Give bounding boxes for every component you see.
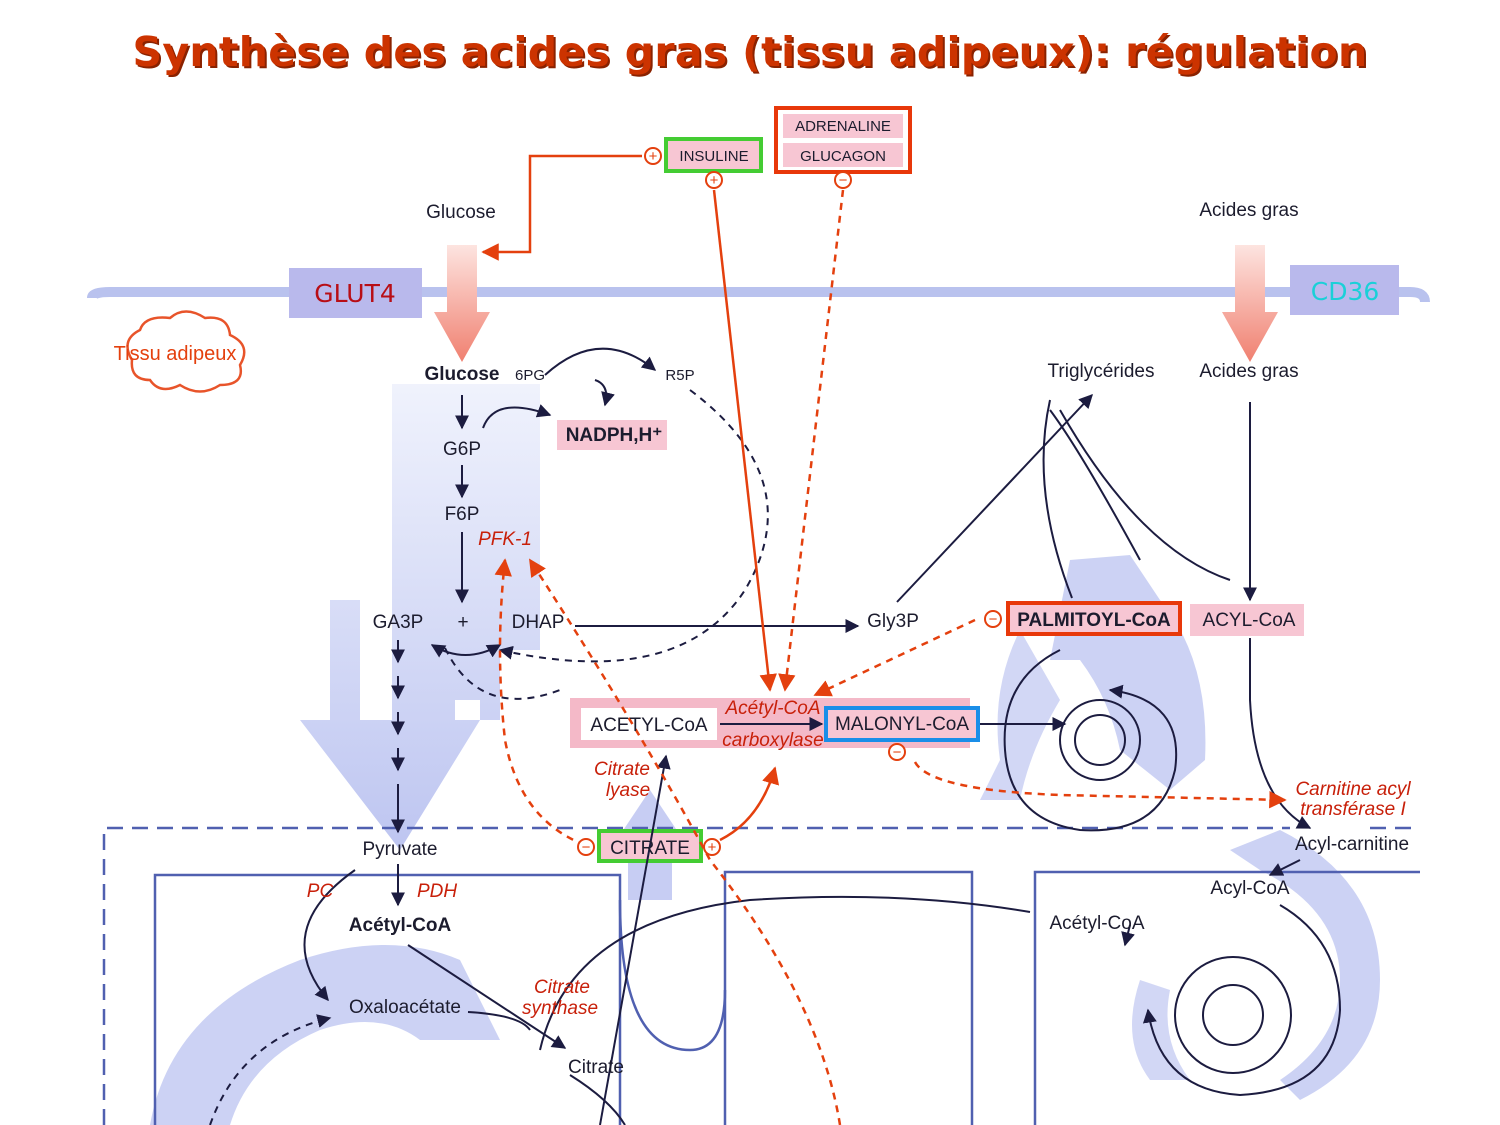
acetyl-coa-right-label: Acétyl-CoA — [1049, 913, 1144, 934]
sign-markers — [577, 147, 1002, 856]
cpt1-label-1: Carnitine acyl — [1295, 779, 1411, 800]
acetyl-coa-cyto-label: ACETYL-CoA — [590, 715, 708, 736]
acyl-coa-highlight — [1190, 604, 1304, 636]
triglycerides-label: Triglycérides — [1048, 361, 1155, 382]
beta-oxidation-cycle-flow — [1132, 830, 1380, 1100]
glucose-transport-arrow — [434, 245, 490, 362]
palmitoyl-coa-box — [1006, 601, 1182, 636]
cd36-box — [1290, 265, 1399, 315]
fatty-acids-label: Acides gras — [1199, 361, 1298, 382]
acc-label-1: Acétyl-CoA — [724, 698, 820, 719]
cloud-icon — [126, 310, 246, 393]
pyruvate-label: Pyruvate — [363, 839, 438, 860]
acc-label-2: carboxylase — [722, 730, 823, 751]
sign-glyphs: + + − − − − + — [582, 148, 998, 856]
acetyl-coa-mito-label: Acétyl-CoA — [349, 915, 452, 936]
glut4-box — [289, 268, 422, 318]
insuline-label: INSULINE — [679, 148, 748, 165]
g6p-label: G6P — [443, 439, 481, 460]
glycolysis-flow-arrow — [300, 384, 540, 850]
acyl-carnitine-label: Acyl-carnitine — [1295, 834, 1409, 855]
glucagon-bg — [783, 143, 903, 167]
svg-text:−: − — [989, 611, 998, 628]
malonyl-coa-label: MALONYL-CoA — [835, 714, 969, 735]
citrate-lyase-label-1: Citrate — [594, 759, 650, 780]
oxaloacetate-label: Oxaloacétate — [349, 997, 461, 1018]
citrate-mito-label: Citrate — [568, 1057, 624, 1078]
pdh-label: PDH — [417, 881, 457, 902]
minus-sign-icon — [577, 838, 595, 856]
glucagon-label: GLUCAGON — [800, 148, 886, 165]
plus-sign-icon — [644, 147, 662, 165]
svg-text:+: + — [710, 172, 719, 189]
minus-sign-icon — [834, 171, 852, 189]
krebs-cycle-flow — [150, 945, 500, 1125]
acyl-coa-mito-label: Acyl-CoA — [1210, 878, 1290, 899]
plus-sign-icon — [703, 838, 721, 856]
fatty-acids-extracellular-label: Acides gras — [1199, 200, 1298, 221]
fatty-acid-transport-arrow — [1222, 245, 1278, 362]
pfk1-label: PFK-1 — [478, 529, 532, 550]
cell-membrane — [87, 287, 1430, 303]
svg-text:−: − — [582, 839, 591, 856]
cd36-label: CD36 — [1311, 277, 1380, 306]
nadph-highlight — [557, 420, 667, 450]
citrate-box-label: CITRATE — [610, 838, 690, 859]
plus-sign-icon — [705, 171, 723, 189]
adrenaline-label: ADRENALINE — [795, 118, 891, 135]
pentose-dashed-arrows — [209, 389, 769, 1125]
glucose-label: Glucose — [425, 364, 500, 385]
6pg-label: 6PG — [515, 367, 545, 384]
citrate-lyase-label-2: lyase — [606, 780, 650, 801]
r5p-label: R5P — [665, 367, 694, 384]
gly3p-label: Gly3P — [867, 611, 919, 632]
acetyl-coa-box — [581, 708, 717, 740]
malonyl-coa-box — [824, 706, 980, 742]
citrate-synthase-label-2: synthase — [522, 998, 598, 1019]
minus-sign-icon — [888, 743, 906, 761]
svg-text:+: + — [649, 148, 658, 165]
f6p-label: F6P — [445, 504, 480, 525]
mitochondria-outline — [102, 826, 1420, 1125]
palmitoyl-coa-label: PALMITOYL-CoA — [1017, 610, 1171, 631]
dhap-label: DHAP — [512, 612, 565, 633]
minus-sign-icon — [984, 610, 1002, 628]
glut4-label: GLUT4 — [314, 279, 396, 308]
tissue-label: Tissu adipeux — [114, 343, 237, 365]
page-title: Synthèse des acides gras (tissu adipeux)… — [132, 28, 1368, 76]
citrate-synthase-label-1: Citrate — [534, 977, 590, 998]
acyl-coa-label: ACYL-CoA — [1203, 610, 1296, 631]
ga3p-label: GA3P — [373, 612, 424, 633]
cpt1-label-2: transférase I — [1300, 799, 1406, 820]
regulation-arrows — [481, 154, 780, 842]
glucose-extracellular-label: Glucose — [426, 202, 496, 223]
plus-label: + — [457, 612, 468, 633]
svg-text:−: − — [893, 744, 902, 761]
regulation-dashed-arrows — [494, 189, 1287, 1125]
svg-text:−: − — [839, 172, 848, 189]
svg-text:+: + — [708, 839, 717, 856]
nadph-label: NADPH,H⁺ — [566, 425, 663, 446]
insuline-box — [664, 137, 763, 173]
metabolic-arrows — [303, 347, 1342, 1125]
pc-label: PC — [307, 881, 334, 902]
adrenaline-bg — [783, 114, 903, 138]
